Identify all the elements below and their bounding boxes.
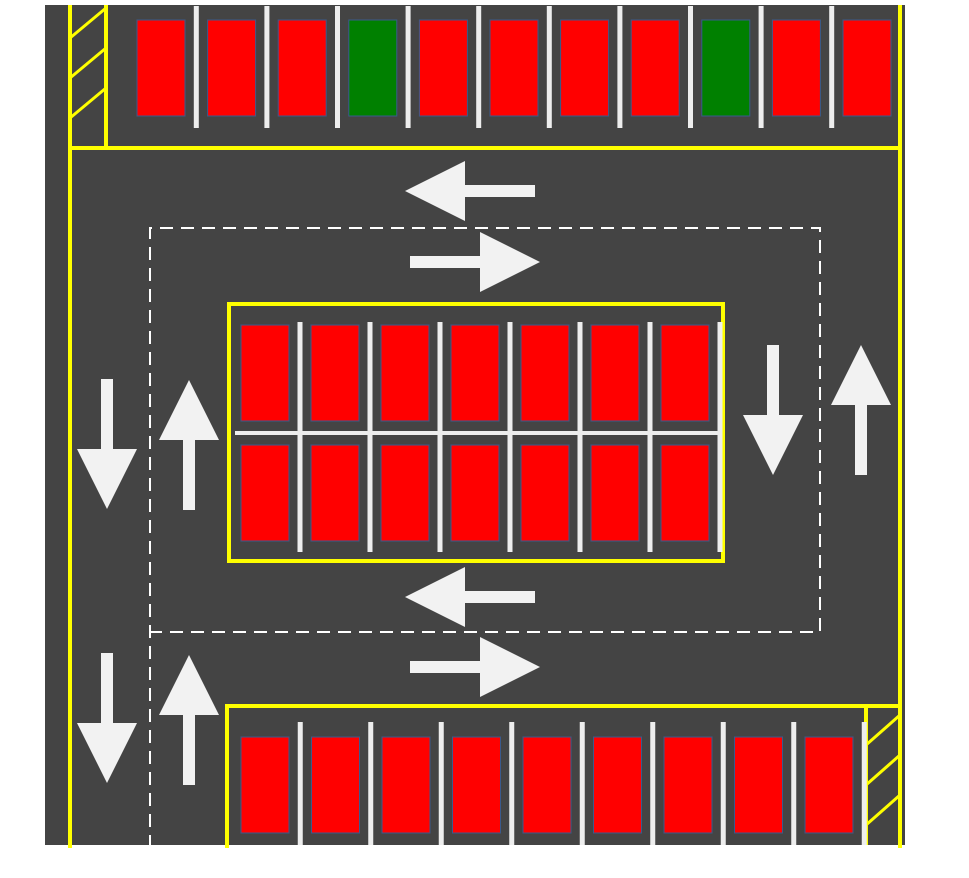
center-island-boundary (227, 302, 725, 563)
top-row-spot-1-occupied[interactable] (136, 19, 186, 117)
top-row-spot-6-occupied[interactable] (489, 19, 539, 117)
middle-lower-row-spot-2-occupied[interactable] (310, 444, 360, 542)
middle-lower-row-spot-3-occupied[interactable] (380, 444, 430, 542)
top-row-spot-9-available[interactable] (701, 19, 751, 117)
middle-upper-row-spot-2-occupied[interactable] (310, 324, 360, 422)
spot-dividers (193, 6, 867, 845)
bottom-row-spot-8-occupied[interactable] (734, 736, 783, 834)
middle-upper-row-spot-6-occupied[interactable] (590, 324, 640, 422)
bottom-row-spot-9-occupied[interactable] (804, 736, 854, 834)
top-row-spot-10-occupied[interactable] (771, 19, 821, 117)
bottom-row-spot-5-occupied[interactable] (522, 736, 572, 834)
bottom-row-spot-6-occupied[interactable] (593, 736, 642, 834)
dashed-lane-guides (149, 227, 821, 848)
top-row-spot-2-occupied[interactable] (207, 19, 257, 117)
bottom-row-spot-2-occupied[interactable] (311, 736, 360, 834)
middle-lower-row-spot-4-occupied[interactable] (450, 444, 500, 542)
top-left-hatched-zone (68, 5, 108, 148)
top-row-spot-4-available[interactable] (348, 19, 398, 117)
inner-loop-dashed-line (149, 227, 821, 848)
right-inner-down-arrow-down-icon (743, 345, 803, 475)
middle-lower-row-spot-6-occupied[interactable] (590, 444, 640, 542)
right-outer-up-arrow-up-icon (831, 345, 891, 475)
left-inner-up-arrow-lower-up-icon (159, 655, 219, 785)
bottom-lane-right-arrow-right-icon (410, 637, 540, 697)
middle-upper-row-spot-3-occupied[interactable] (380, 324, 430, 422)
parking-spots (136, 19, 892, 834)
bottom-row-spot-7-occupied[interactable] (663, 736, 713, 834)
top-row-spot-8-occupied[interactable] (630, 19, 680, 117)
bottom-row-spot-3-occupied[interactable] (381, 736, 431, 834)
top-row-spot-7-occupied[interactable] (560, 19, 610, 117)
middle-lower-row-spot-7-occupied[interactable] (660, 444, 710, 542)
yellow-boundary-lines (68, 5, 902, 848)
left-inner-up-arrow-upper-up-icon (159, 380, 219, 510)
top-lane-right-arrow-right-icon (410, 232, 540, 292)
bottom-row-spot-4-occupied[interactable] (452, 736, 501, 834)
bottom-row-spot-1-occupied[interactable] (240, 736, 290, 834)
top-row-spot-11-occupied[interactable] (842, 19, 892, 117)
middle-upper-row-spot-1-occupied[interactable] (240, 324, 290, 422)
top-row-spot-5-occupied[interactable] (418, 19, 468, 117)
top-row-spot-3-occupied[interactable] (277, 19, 327, 117)
middle-upper-row-spot-4-occupied[interactable] (450, 324, 500, 422)
left-outer-down-arrow-upper-down-icon (77, 379, 137, 509)
middle-upper-row-spot-5-occupied[interactable] (520, 324, 570, 422)
bottom-row-boundary (225, 704, 900, 848)
middle-upper-row-spot-7-occupied[interactable] (660, 324, 710, 422)
bottom-lane-left-arrow-left-icon (405, 567, 535, 627)
middle-lower-row-spot-1-occupied[interactable] (240, 444, 290, 542)
top-lane-left-arrow-left-icon (405, 161, 535, 221)
middle-lower-row-spot-5-occupied[interactable] (520, 444, 570, 542)
direction-arrows (77, 161, 891, 785)
left-outer-down-arrow-lower-down-icon (77, 653, 137, 783)
